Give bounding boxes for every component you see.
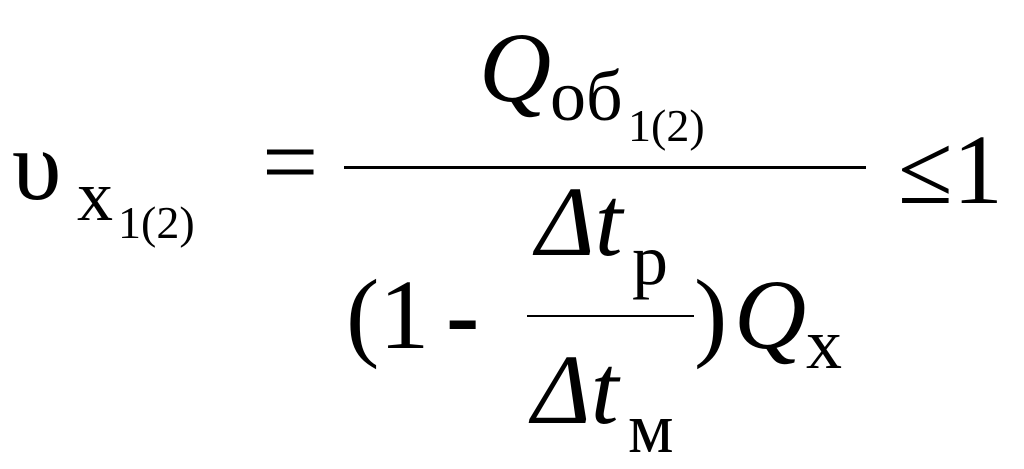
inner-numerator-symbol: Δt [536, 166, 623, 277]
inner-numerator-subscript: р [632, 220, 668, 300]
denominator-factor-symbol: Q [734, 259, 807, 370]
denominator-close: ) [694, 259, 728, 370]
main-fraction-bar [344, 166, 866, 169]
equals-sign: = [262, 106, 319, 217]
inner-denominator-subscript: м [628, 388, 674, 468]
lhs-sub-subscript: 1(2) [118, 197, 195, 248]
lhs-symbol: υ [12, 110, 62, 221]
numerator-sub-subscript: 1(2) [628, 100, 705, 151]
inner-denominator-symbol: Δt [532, 334, 619, 445]
inner-fraction-bar [527, 315, 694, 317]
denominator-open: (1 [346, 259, 430, 370]
relation: ≤1 [898, 114, 1003, 225]
denominator-minus: - [446, 259, 480, 370]
numerator-symbol: Q [479, 12, 552, 123]
lhs-subscript: х [77, 156, 113, 236]
numerator-subscript: об [550, 56, 623, 136]
denominator-factor-subscript: х [806, 304, 842, 384]
